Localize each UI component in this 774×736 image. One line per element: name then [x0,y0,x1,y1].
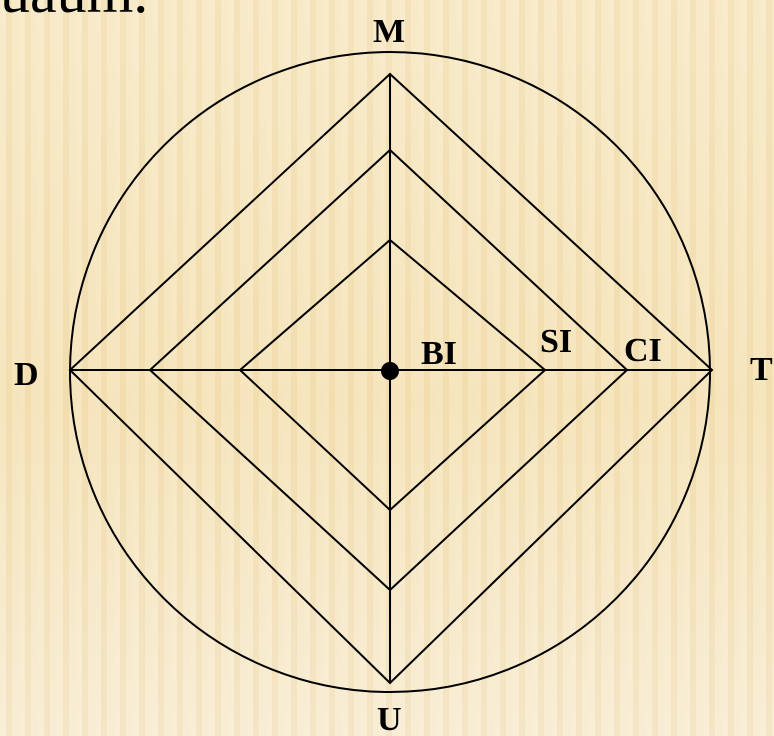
label-outer-right: CI [624,332,662,369]
center-point [381,362,399,380]
cropped-heading-text: uaum. [0,0,148,22]
label-top: M [373,13,405,50]
inner-diamond [238,238,547,512]
label-center: BI [421,335,457,372]
label-bottom: U [377,701,402,736]
middle-diamond [148,148,629,592]
label-inner-right: SI [540,323,572,360]
outer-diamond [68,72,714,685]
label-right: T [750,351,773,388]
label-left: D [14,356,39,393]
